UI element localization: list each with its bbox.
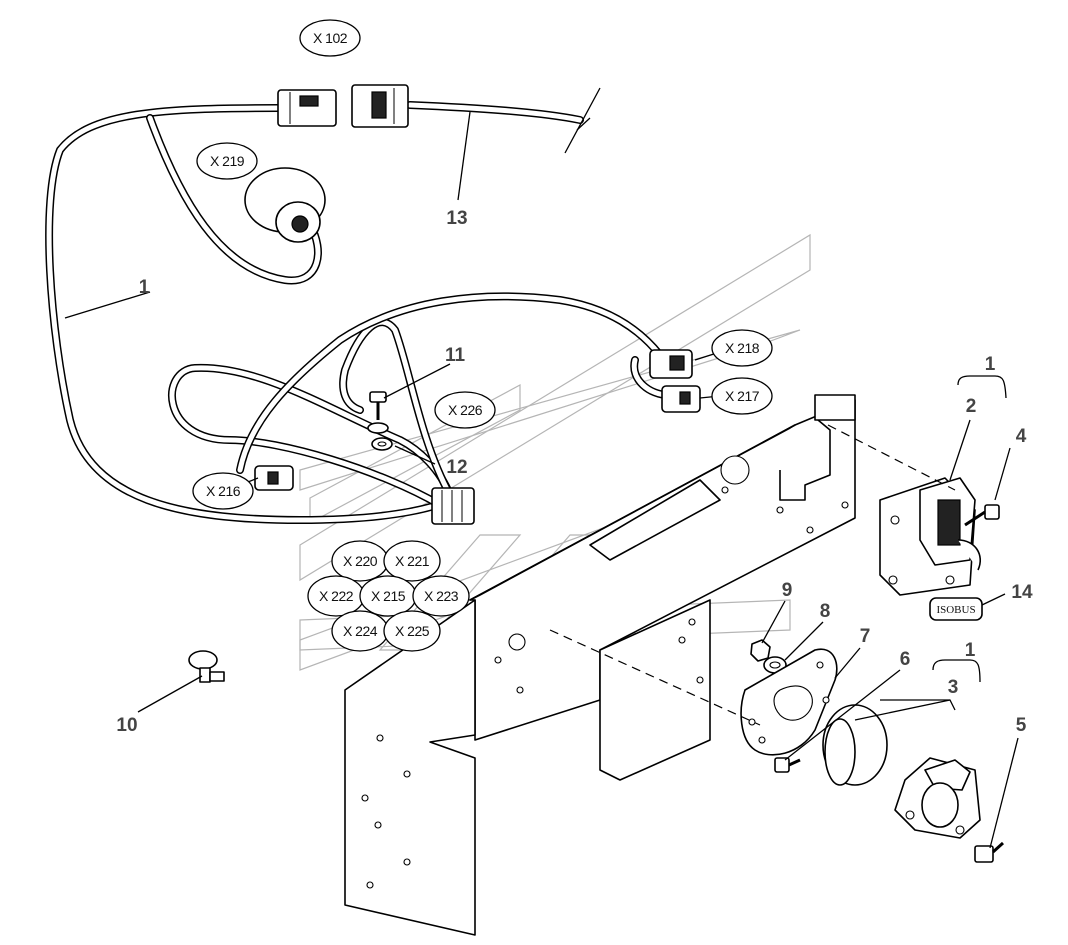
connector-label-x217: X 217: [711, 377, 773, 415]
wiring-harness: [45, 87, 672, 524]
callout-9: 9: [782, 580, 793, 601]
connector-label-x223-text: X 223: [424, 588, 459, 604]
screw-5: [974, 841, 1005, 863]
connector-label-x219-text: X 219: [210, 153, 245, 169]
callout-4: 4: [1016, 426, 1027, 447]
callout-6: 6: [900, 649, 911, 670]
connector-label-x216: X 216: [192, 472, 254, 510]
callout-1-socket-bottom: 1: [965, 640, 976, 661]
connector-label-x216-text: X 216: [206, 483, 241, 499]
connector-label-x220-text: X 220: [343, 553, 378, 569]
assembly-line-lower: [549, 629, 761, 726]
connector-block: [431, 487, 475, 525]
mounting-plate: [344, 394, 856, 936]
grommet-x219: [244, 167, 326, 243]
screw-6: [774, 757, 801, 773]
callout-5: 5: [1016, 715, 1027, 736]
connector-label-x215-text: X 215: [371, 588, 406, 604]
connector-label-cluster: X 220 X 221 X 222 X 215 X 223 X 224 X 22…: [307, 540, 470, 652]
connector-label-x226-text: X 226: [448, 402, 483, 418]
connector-label-x226: X 226: [434, 391, 496, 429]
connector-label-x102: X 102: [299, 19, 361, 57]
cable-clip-10: [188, 650, 225, 683]
connector-x217: [661, 385, 701, 413]
connector-label-x224-text: X 224: [343, 623, 378, 639]
connector-label-x225: X 225: [383, 610, 441, 652]
gasket-7: [740, 648, 838, 756]
callout-11: 11: [445, 345, 466, 366]
connector-label-x221-text: X 221: [395, 553, 430, 569]
callout-3: 3: [948, 677, 959, 698]
connector-label-x224: X 224: [331, 610, 389, 652]
isobus-text: ISOBUS: [936, 604, 975, 616]
leader-lines: [64, 111, 1019, 849]
cap-3: [822, 704, 888, 786]
connector-label-x220: X 220: [331, 540, 389, 582]
connector-label-x218-text: X 218: [725, 340, 760, 356]
callout-10: 10: [116, 715, 137, 736]
connector-label-x217-text: X 217: [725, 388, 760, 404]
callout-1-harness: 1: [139, 277, 150, 298]
screw-11: [367, 391, 389, 434]
connector-label-x222-text: X 222: [319, 588, 354, 604]
screw-4: [964, 504, 1000, 527]
assembly-line-upper: [827, 424, 956, 491]
connector-label-x215: X 215: [359, 575, 417, 617]
isobus-plate: ISOBUS: [929, 597, 983, 621]
connector-label-x218: X 218: [711, 329, 773, 367]
callout-1-socket-top: 1: [985, 354, 996, 375]
nut-9: [750, 639, 771, 662]
connector-x102-left: [277, 89, 337, 127]
connector-x216: [254, 465, 294, 491]
callout-12: 12: [446, 457, 467, 478]
connector-label-x223: X 223: [412, 575, 470, 617]
callout-13: 13: [446, 208, 467, 229]
callout-14: 14: [1011, 582, 1033, 603]
callout-7: 7: [860, 626, 871, 647]
callout-numbers: 1 13 11 12 10 1 2 4 14 9 8 7 6 1 3 5: [116, 208, 1033, 736]
callout-8: 8: [820, 601, 831, 622]
connector-x218: [649, 349, 693, 379]
connector-label-x219: X 219: [196, 142, 258, 180]
connector-x102-right: [351, 84, 409, 128]
socket-3: [894, 757, 981, 839]
connector-label-x221: X 221: [383, 540, 441, 582]
connector-label-x102-text: X 102: [313, 30, 348, 46]
callout-2: 2: [966, 396, 977, 417]
connector-label-x222: X 222: [307, 575, 365, 617]
connector-label-x225-text: X 225: [395, 623, 430, 639]
socket-2: [879, 477, 982, 596]
washer-12: [371, 437, 393, 451]
